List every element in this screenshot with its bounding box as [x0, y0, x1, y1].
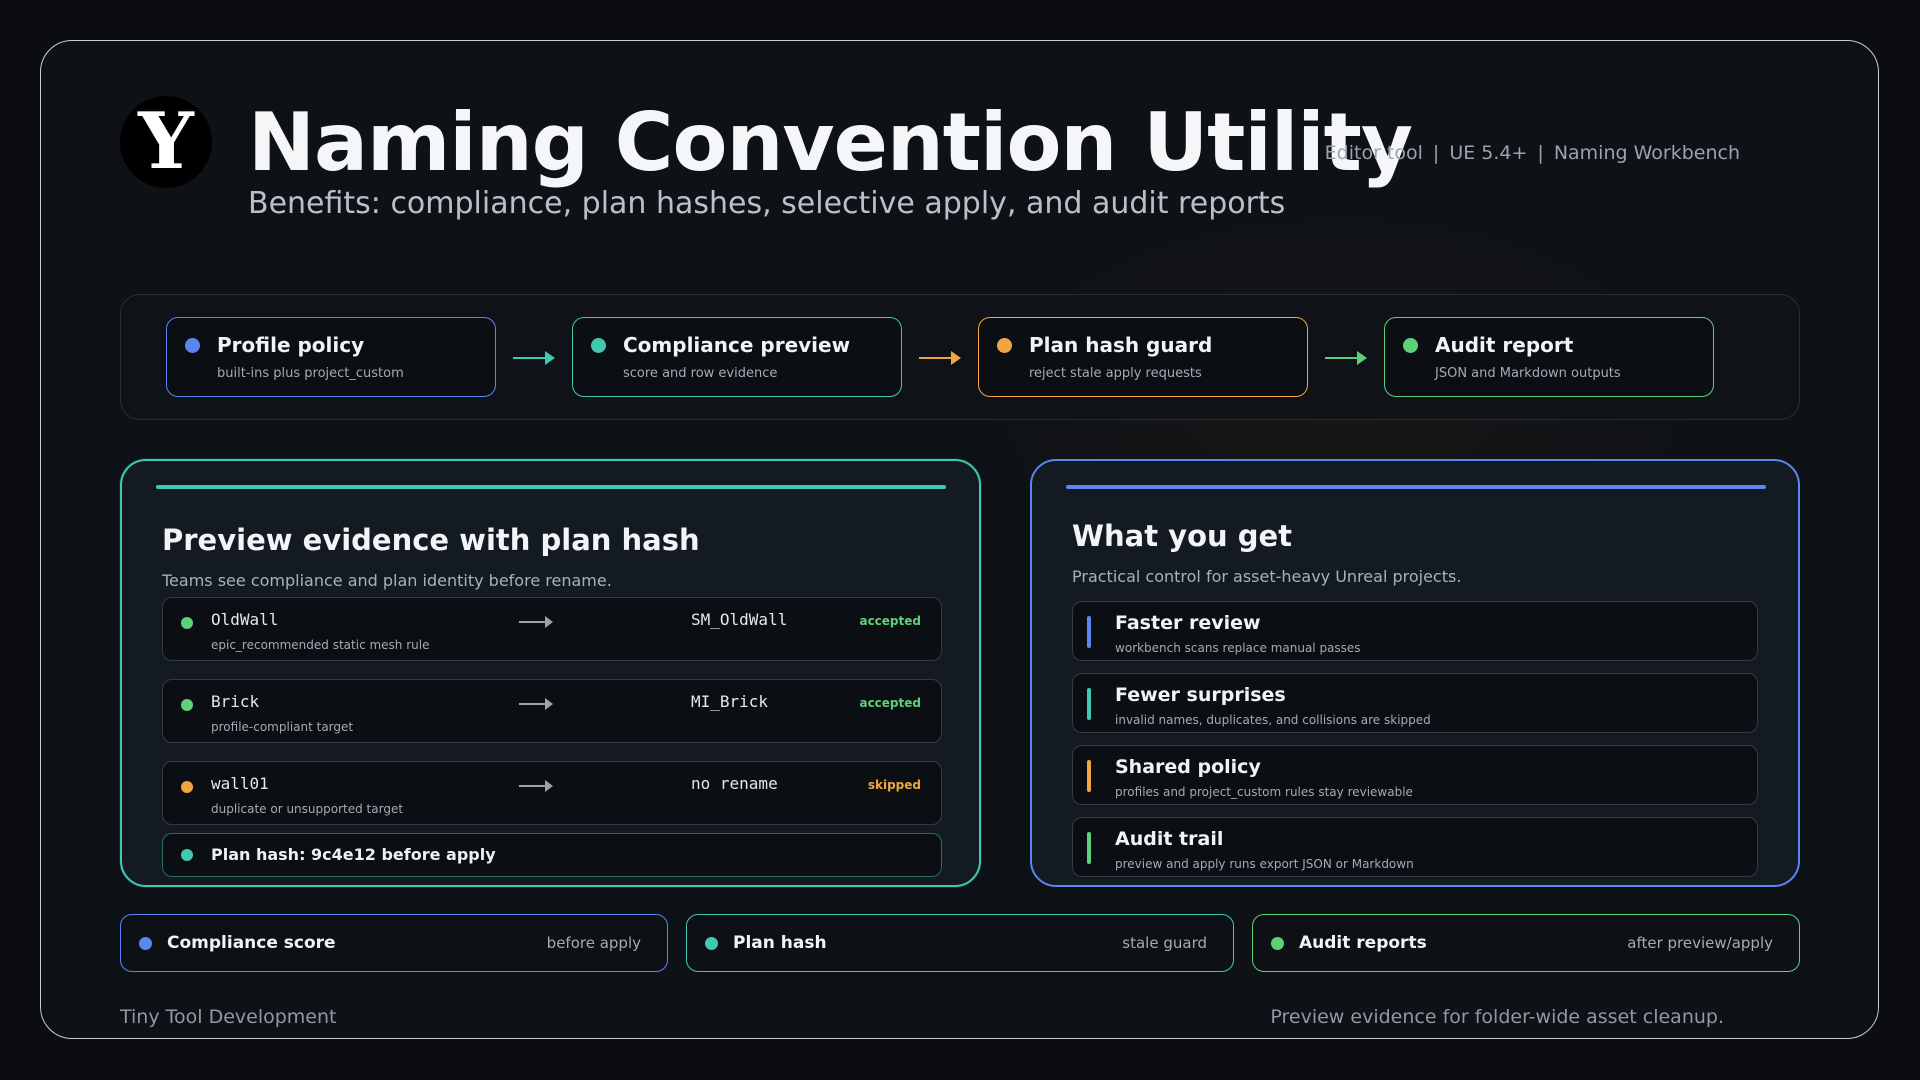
- benefit-subtitle: invalid names, duplicates, and collision…: [1115, 713, 1431, 727]
- benefit-title: Shared policy: [1115, 756, 1261, 778]
- benefit-accent-bar: [1087, 832, 1091, 864]
- step-subtitle: built-ins plus project_custom: [217, 366, 404, 381]
- rule-note: epic_recommended static mesh rule: [211, 638, 430, 652]
- chip-dot-icon: [705, 937, 718, 950]
- step-title: Audit report: [1435, 333, 1574, 357]
- meta-separator: |: [1432, 142, 1440, 164]
- arrow-right-icon: [1325, 351, 1367, 365]
- step-title: Plan hash guard: [1029, 333, 1213, 357]
- rename-row[interactable]: wall01 duplicate or unsupported target n…: [162, 761, 942, 825]
- chip-audit-reports: Audit reports after preview/apply: [1252, 914, 1800, 972]
- page-subtitle: Benefits: compliance, plan hashes, selec…: [248, 186, 1286, 221]
- meta-version: UE 5.4+: [1449, 142, 1528, 164]
- step-dot-icon: [997, 338, 1012, 353]
- step-subtitle: reject stale apply requests: [1029, 366, 1202, 381]
- step-dot-icon: [185, 338, 200, 353]
- step-title: Compliance preview: [623, 333, 851, 357]
- step-title: Profile policy: [217, 333, 365, 357]
- chip-detail: stale guard: [1122, 934, 1207, 952]
- step-dot-icon: [591, 338, 606, 353]
- panel-title: Preview evidence with plan hash: [162, 523, 700, 557]
- benefit-fewer-surprises: Fewer surprises invalid names, duplicate…: [1072, 673, 1758, 733]
- panel-accent-bar: [156, 485, 946, 489]
- step-dot-icon: [1403, 338, 1418, 353]
- pipeline-step-profile-policy: Profile policy built-ins plus project_cu…: [166, 317, 496, 397]
- benefits-panel: What you get Practical control for asset…: [1030, 459, 1800, 887]
- meta-line: Editor tool | UE 5.4+ | Naming Workbench: [1325, 142, 1740, 164]
- source-name: wall01: [211, 774, 269, 793]
- status-badge: skipped: [867, 778, 921, 792]
- chip-label: Compliance score: [167, 933, 336, 953]
- pipeline-step-compliance-preview: Compliance preview score and row evidenc…: [572, 317, 902, 397]
- panel-subtitle: Teams see compliance and plan identity b…: [162, 571, 612, 590]
- footer-credit: Tiny Tool Development: [120, 1006, 337, 1028]
- chip-plan-hash: Plan hash stale guard: [686, 914, 1234, 972]
- step-subtitle: JSON and Markdown outputs: [1435, 366, 1621, 381]
- rule-note: duplicate or unsupported target: [211, 802, 404, 816]
- chip-detail: after preview/apply: [1627, 934, 1773, 952]
- chip-label: Plan hash: [733, 933, 827, 953]
- arrow-right-icon: [519, 780, 553, 792]
- pipeline-step-audit-report: Audit report JSON and Markdown outputs: [1384, 317, 1714, 397]
- arrow-right-icon: [919, 351, 961, 365]
- benefit-faster-review: Faster review workbench scans replace ma…: [1072, 601, 1758, 661]
- panel-accent-bar: [1066, 485, 1766, 489]
- hash-dot-icon: [181, 849, 193, 861]
- target-name: no rename: [691, 774, 778, 793]
- meta-separator: |: [1537, 142, 1544, 164]
- status-dot-icon: [181, 781, 193, 793]
- panel-title: What you get: [1072, 519, 1293, 553]
- plan-hash-text: Plan hash: 9c4e12 before apply: [211, 845, 496, 864]
- page-title: Naming Convention Utility: [248, 96, 1413, 189]
- benefit-subtitle: profiles and project_custom rules stay r…: [1115, 785, 1413, 799]
- step-subtitle: score and row evidence: [623, 366, 778, 381]
- footer-tagline: Preview evidence for folder-wide asset c…: [1270, 1006, 1724, 1028]
- status-badge: accepted: [859, 696, 921, 710]
- rule-note: profile-compliant target: [211, 720, 354, 734]
- meta-editor-tool: Editor tool: [1324, 142, 1423, 164]
- benefit-title: Faster review: [1115, 612, 1261, 634]
- arrow-right-icon: [513, 351, 555, 365]
- status-badge: accepted: [859, 614, 921, 628]
- benefit-subtitle: workbench scans replace manual passes: [1115, 641, 1361, 655]
- meta-workbench: Naming Workbench: [1553, 142, 1740, 164]
- benefit-accent-bar: [1087, 760, 1091, 792]
- preview-evidence-panel: Preview evidence with plan hash Teams se…: [120, 459, 981, 887]
- benefit-title: Fewer surprises: [1115, 684, 1286, 706]
- pipeline-step-plan-hash-guard: Plan hash guard reject stale apply reque…: [978, 317, 1308, 397]
- chip-detail: before apply: [546, 934, 641, 952]
- source-name: OldWall: [211, 610, 279, 629]
- logo-badge: Y: [120, 96, 212, 188]
- benefit-audit-trail: Audit trail preview and apply runs expor…: [1072, 817, 1758, 877]
- status-dot-icon: [181, 617, 193, 629]
- panel-subtitle: Practical control for asset-heavy Unreal…: [1072, 567, 1462, 586]
- chip-dot-icon: [1271, 937, 1284, 950]
- benefit-subtitle: preview and apply runs export JSON or Ma…: [1115, 857, 1414, 871]
- rename-row[interactable]: OldWall epic_recommended static mesh rul…: [162, 597, 942, 661]
- plan-hash-row: Plan hash: 9c4e12 before apply: [162, 833, 942, 877]
- benefit-shared-policy: Shared policy profiles and project_custo…: [1072, 745, 1758, 805]
- benefit-accent-bar: [1087, 688, 1091, 720]
- source-name: Brick: [211, 692, 260, 711]
- pipeline-strip: Profile policy built-ins plus project_cu…: [120, 294, 1800, 420]
- benefit-title: Audit trail: [1115, 828, 1224, 850]
- arrow-right-icon: [519, 616, 553, 628]
- target-name: SM_OldWall: [691, 610, 788, 629]
- status-dot-icon: [181, 699, 193, 711]
- benefit-accent-bar: [1087, 616, 1091, 648]
- target-name: MI_Brick: [691, 692, 769, 711]
- chip-compliance-score: Compliance score before apply: [120, 914, 668, 972]
- chip-dot-icon: [139, 937, 152, 950]
- chip-label: Audit reports: [1299, 933, 1427, 953]
- arrow-right-icon: [519, 698, 553, 710]
- rename-row[interactable]: Brick profile-compliant target MI_Brick …: [162, 679, 942, 743]
